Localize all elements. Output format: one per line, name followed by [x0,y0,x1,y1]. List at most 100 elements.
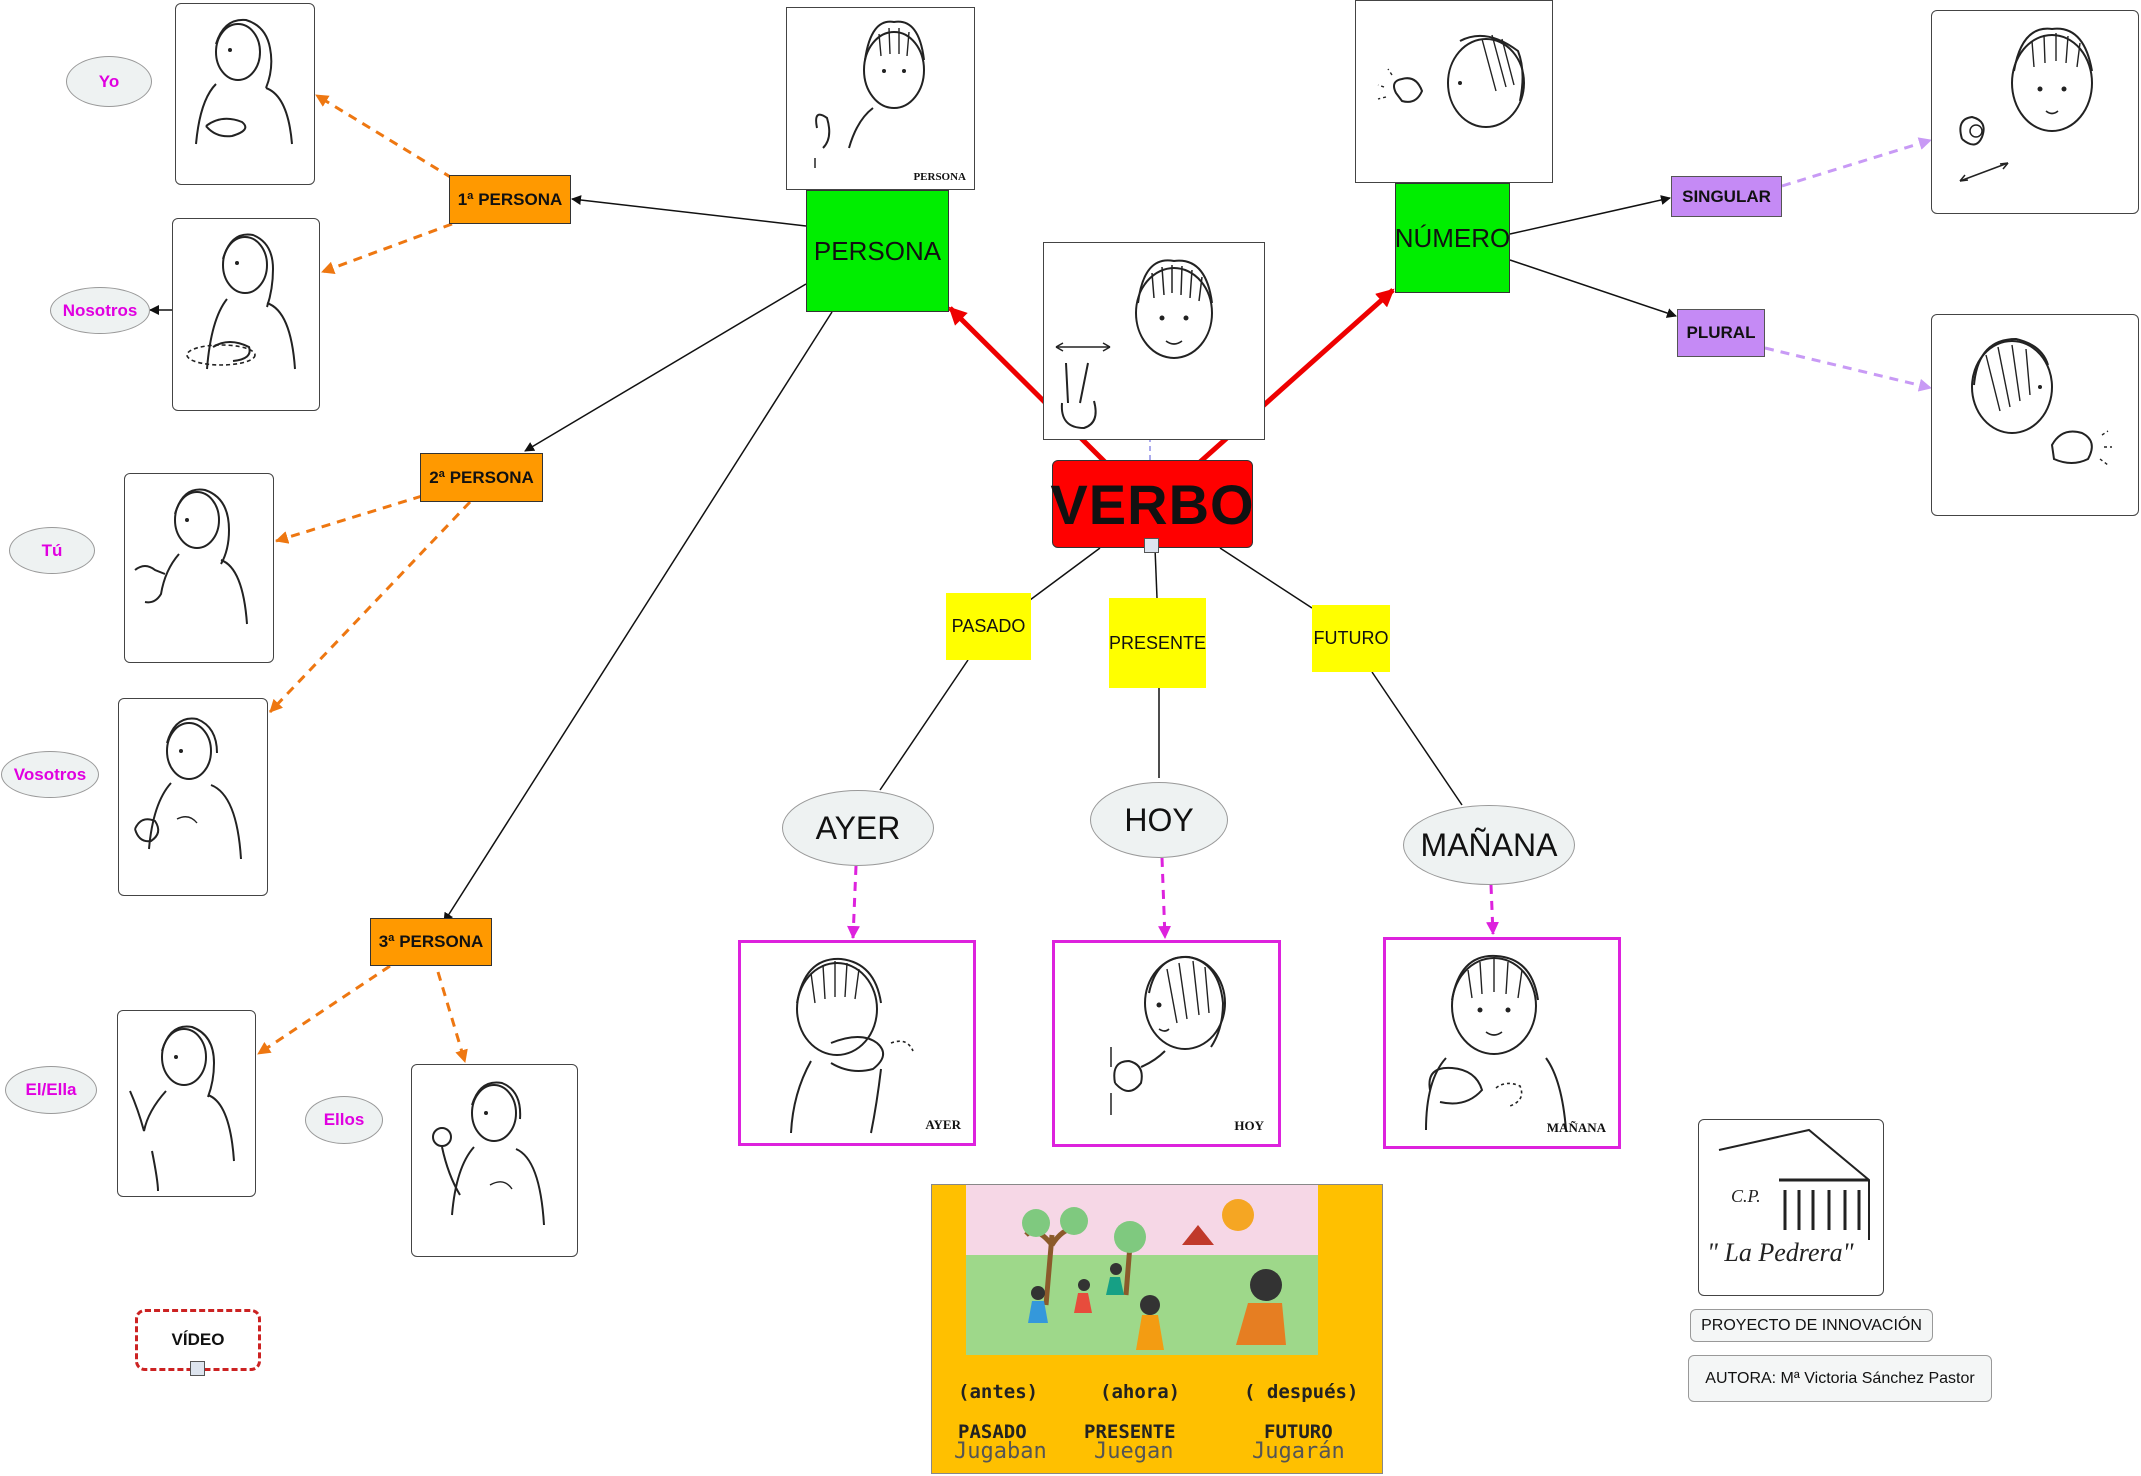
ayer-sign-image[interactable]: AYER [738,940,976,1146]
nosotros-sign-image[interactable] [172,218,320,411]
yo-node[interactable]: Yo [66,56,152,107]
persona-label: PERSONA [813,235,942,266]
segunda-persona-label: 2ª PERSONA [429,467,534,487]
primera-persona-label: 1ª PERSONA [457,189,563,209]
pasado-label: PASADO [951,616,1026,636]
tu-node[interactable]: Tú [9,527,95,574]
ellos-sign-image[interactable] [411,1064,578,1257]
plural-node[interactable]: PLURAL [1677,309,1765,357]
edge-verbo-presente [1154,547,1158,599]
verbo-node[interactable]: VERBO [1050,460,1255,548]
nosotros-node[interactable]: Nosotros [50,287,150,334]
nosotros-sign-drawing [186,233,296,370]
project-note-label: PROYECTO DE INNOVACIÓN [1701,1316,1922,1334]
edge-segunda-tu-image [275,494,423,544]
plural-sign-image[interactable] [1931,314,2139,516]
numero-label: NÚMERO [1394,222,1511,253]
yo-label: Yo [98,71,120,91]
primera-persona-node[interactable]: 1ª PERSONA [449,175,571,224]
edge-primera-yo-image [315,93,453,180]
school-logo[interactable]: C.P. " La Pedrera" [1698,1119,1884,1296]
manana-sign-drawing [1425,954,1567,1131]
project-note[interactable]: PROYECTO DE INNOVACIÓN [1690,1309,1933,1342]
ayer-label: AYER [815,809,901,846]
numero-sign-image[interactable] [1355,0,1553,183]
singular-label: SINGULAR [1682,186,1771,206]
singular-node[interactable]: SINGULAR [1671,176,1782,217]
plural-label: PLURAL [1686,323,1756,342]
tercera-persona-label: 3ª PERSONA [378,932,484,951]
author-note[interactable]: AUTORA: Mª Victoria Sánchez Pastor [1688,1355,1992,1402]
verbo-sign-image[interactable] [1043,242,1265,440]
ayer-sign-caption: AYER [925,1117,961,1132]
manana-sign-image[interactable]: MAÑANA [1383,937,1621,1149]
manana-node[interactable]: MAÑANA [1403,805,1575,885]
persona-sign-image[interactable]: PERSONA [786,7,975,190]
edge-singular-image [1781,137,1932,188]
verbo-attachment-icon[interactable] [1144,538,1159,553]
hoy-node[interactable]: HOY [1090,782,1228,858]
ellos-node[interactable]: Ellos [305,1096,383,1144]
edge-manana-image [1486,884,1500,935]
timeline-juegan-label: Juegan [1094,1439,1174,1464]
el-ella-sign-image[interactable] [117,1010,256,1197]
verbo-label: VERBO [1050,472,1255,536]
nosotros-label: Nosotros [62,300,138,320]
edge-hoy-image [1158,857,1172,939]
vosotros-label: Vosotros [13,764,87,784]
edge-persona-segunda [524,283,807,452]
school-logo-name: " La Pedrera" [1707,1238,1854,1267]
manana-sign-caption: MAÑANA [1546,1120,1606,1135]
timeline-picture[interactable]: (antes) (ahora) ( después) PASADO PRESEN… [931,1184,1383,1474]
video-attachment-icon[interactable] [190,1361,205,1376]
persona-sign-drawing [814,20,925,168]
segunda-persona-node[interactable]: 2ª PERSONA [420,453,543,502]
edge-futuro-manana [1371,671,1463,806]
hoy-sign-caption: HOY [1234,1118,1264,1133]
edge-ayer-image [847,865,860,939]
timeline-futuro-label: FUTURO [1264,1421,1333,1443]
futuro-node[interactable]: FUTURO [1312,605,1390,672]
tu-sign-image[interactable] [124,473,274,663]
el-ella-node[interactable]: El/Ella [5,1066,97,1114]
ellos-label: Ellos [323,1110,365,1129]
hoy-sign-image[interactable]: HOY [1052,940,1281,1147]
pasado-node[interactable]: PASADO [946,593,1031,660]
timeline-jugaran-label: Jugarán [1252,1439,1345,1464]
numero-node[interactable]: NÚMERO [1395,183,1510,293]
el-ella-sign-drawing [129,1025,235,1192]
tu-label: Tú [41,540,63,560]
edge-primera-nosotros-image [321,222,453,274]
vosotros-sign-image[interactable] [118,698,268,896]
author-note-label: AUTORA: Mª Victoria Sánchez Pastor [1705,1369,1975,1387]
numero-sign-drawing [1377,34,1525,128]
edge-numero-plural [1509,259,1677,318]
timeline-antes-label: (antes) [958,1381,1039,1403]
ayer-sign-drawing [790,957,914,1134]
ellos-sign-drawing [432,1081,545,1226]
edge-plural-image [1764,346,1932,392]
edge-tercera-ellos-image [436,971,468,1063]
plural-sign-drawing [1971,337,2112,466]
ayer-node[interactable]: AYER [782,790,934,866]
edge-persona-primera [571,195,807,227]
hoy-label: HOY [1124,801,1194,838]
persona-node[interactable]: PERSONA [806,190,949,312]
yo-sign-drawing [195,18,293,145]
tercera-persona-node[interactable]: 3ª PERSONA [370,918,492,966]
timeline-despues-label: ( después) [1244,1381,1359,1403]
presente-label: PRESENTE [1108,632,1207,653]
edge-persona-tercera [443,311,833,923]
yo-sign-image[interactable] [175,3,315,185]
video-label: VÍDEO [171,1330,225,1349]
timeline-ahora-label: (ahora) [1100,1381,1181,1403]
timeline-scene [966,1185,1318,1355]
timeline-presente-label: PRESENTE [1084,1421,1176,1443]
vosotros-node[interactable]: Vosotros [1,751,99,798]
persona-sign-caption: PERSONA [913,171,966,183]
presente-node[interactable]: PRESENTE [1109,598,1206,688]
verbo-sign-drawing [1055,259,1213,430]
el-ella-label: El/Ella [25,1080,77,1099]
singular-sign-image[interactable] [1931,10,2139,214]
futuro-label: FUTURO [1313,628,1389,648]
